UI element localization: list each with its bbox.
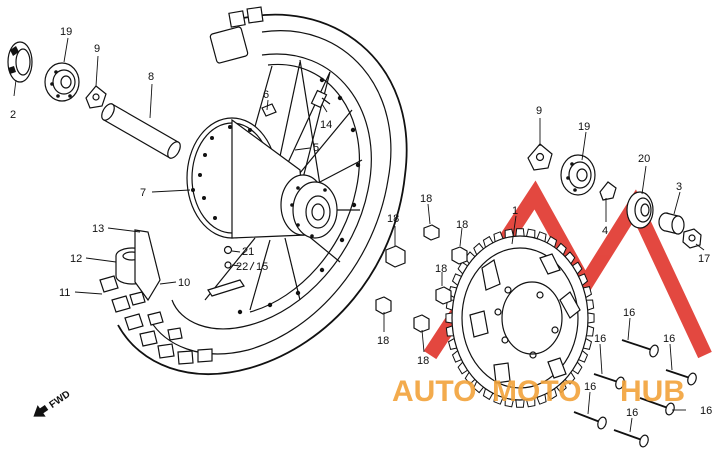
- part-label-18b: 18: [420, 193, 432, 205]
- chain-guide: [134, 229, 161, 302]
- left-axle-parts: [7, 41, 245, 302]
- side-collar: [658, 212, 685, 235]
- watermark-wordmark: AUTO MOTO HUB: [392, 375, 685, 408]
- part-label-18c: 18: [456, 219, 468, 231]
- fwd-label: FWD: [48, 389, 73, 411]
- part-label-3: 3: [676, 181, 682, 193]
- watermark-text-hub: HUB: [620, 375, 685, 408]
- part-label-18f: 18: [417, 355, 429, 367]
- part-label-19b: 19: [578, 121, 590, 133]
- part-label-16a: 16: [623, 307, 635, 319]
- part-label-22: 22: [236, 261, 248, 273]
- part-label-9b: 9: [536, 105, 542, 117]
- bolt-16b: [665, 369, 697, 386]
- leader-lines: [13, 37, 705, 433]
- part-label-18a: 18: [387, 213, 399, 225]
- watermark-text-auto: AUTO: [392, 375, 476, 408]
- tire-tread-top: [209, 6, 264, 64]
- bolt-16f: [613, 429, 649, 448]
- part-label-21: 21: [242, 246, 254, 258]
- spacer-tube: [101, 103, 181, 159]
- nut-18b: [423, 224, 440, 241]
- bolt-16e: [573, 411, 607, 430]
- sprocket-bolts: [573, 339, 697, 448]
- part-label-18e: 18: [377, 335, 389, 347]
- retainer-right: [527, 143, 553, 171]
- part-label-8: 8: [148, 71, 154, 83]
- dust-seal: [7, 41, 33, 83]
- nut-18e: [375, 296, 392, 315]
- part-label-16b: 16: [663, 333, 675, 345]
- retainer-left: [85, 85, 107, 109]
- part-label-19a: 19: [60, 26, 72, 38]
- part-label-5: 5: [313, 142, 319, 154]
- part-label-14: 14: [320, 119, 332, 131]
- nut-18f: [413, 314, 430, 333]
- fwd-arrow-icon: [33, 404, 49, 417]
- part-label-20: 20: [638, 153, 650, 165]
- part-label-7: 7: [140, 187, 146, 199]
- part-labels: 2 19 9 8 6 14 5 7 13 12 11 10 21 22 15 9…: [10, 26, 712, 419]
- part-label-17: 17: [698, 253, 710, 265]
- spoke-item-6: [261, 103, 277, 117]
- part-label-12: 12: [70, 253, 82, 265]
- bearing-left: [44, 62, 80, 102]
- axle-nut: [682, 228, 702, 249]
- part-label-6: 6: [263, 89, 269, 101]
- bolt-16a: [621, 339, 659, 358]
- part-label-9a: 9: [94, 43, 100, 55]
- part-label-11: 11: [59, 287, 70, 299]
- part-label-18d: 18: [435, 263, 447, 275]
- valve-stem: [310, 89, 331, 109]
- part-label-1: 1: [512, 205, 518, 217]
- part-label-16c: 16: [594, 333, 606, 345]
- part-label-13: 13: [92, 223, 104, 235]
- tire-tread-bottom: [99, 275, 213, 365]
- part-label-15: 15: [256, 261, 268, 273]
- rear-wheel-assembly: [99, 6, 408, 375]
- part-label-16e: 16: [584, 381, 596, 393]
- driven-sprocket: [445, 228, 595, 408]
- part-label-4: 4: [602, 225, 608, 237]
- sprocket-nuts: [375, 224, 468, 333]
- bearing-right: [560, 154, 596, 196]
- clip-4: [599, 181, 617, 201]
- bolt-16d: [639, 397, 675, 416]
- nut-18d: [435, 286, 452, 305]
- nut-18a: [385, 245, 406, 268]
- right-axle-parts: [527, 143, 702, 249]
- part-label-16f: 16: [626, 407, 638, 419]
- fwd-indicator: FWD: [33, 389, 73, 417]
- wheel-hub: [186, 117, 338, 239]
- part-label-2: 2: [10, 109, 16, 121]
- nut-18c: [451, 246, 468, 265]
- part-label-16d: 16: [700, 405, 712, 417]
- oil-seal: [626, 191, 654, 229]
- part-label-10: 10: [178, 277, 190, 289]
- bolt-16c: [593, 373, 625, 390]
- small-bolts-group: [207, 245, 245, 297]
- watermark-text-moto: MOTO: [492, 375, 581, 408]
- rim-spoke-nipples: [237, 77, 361, 315]
